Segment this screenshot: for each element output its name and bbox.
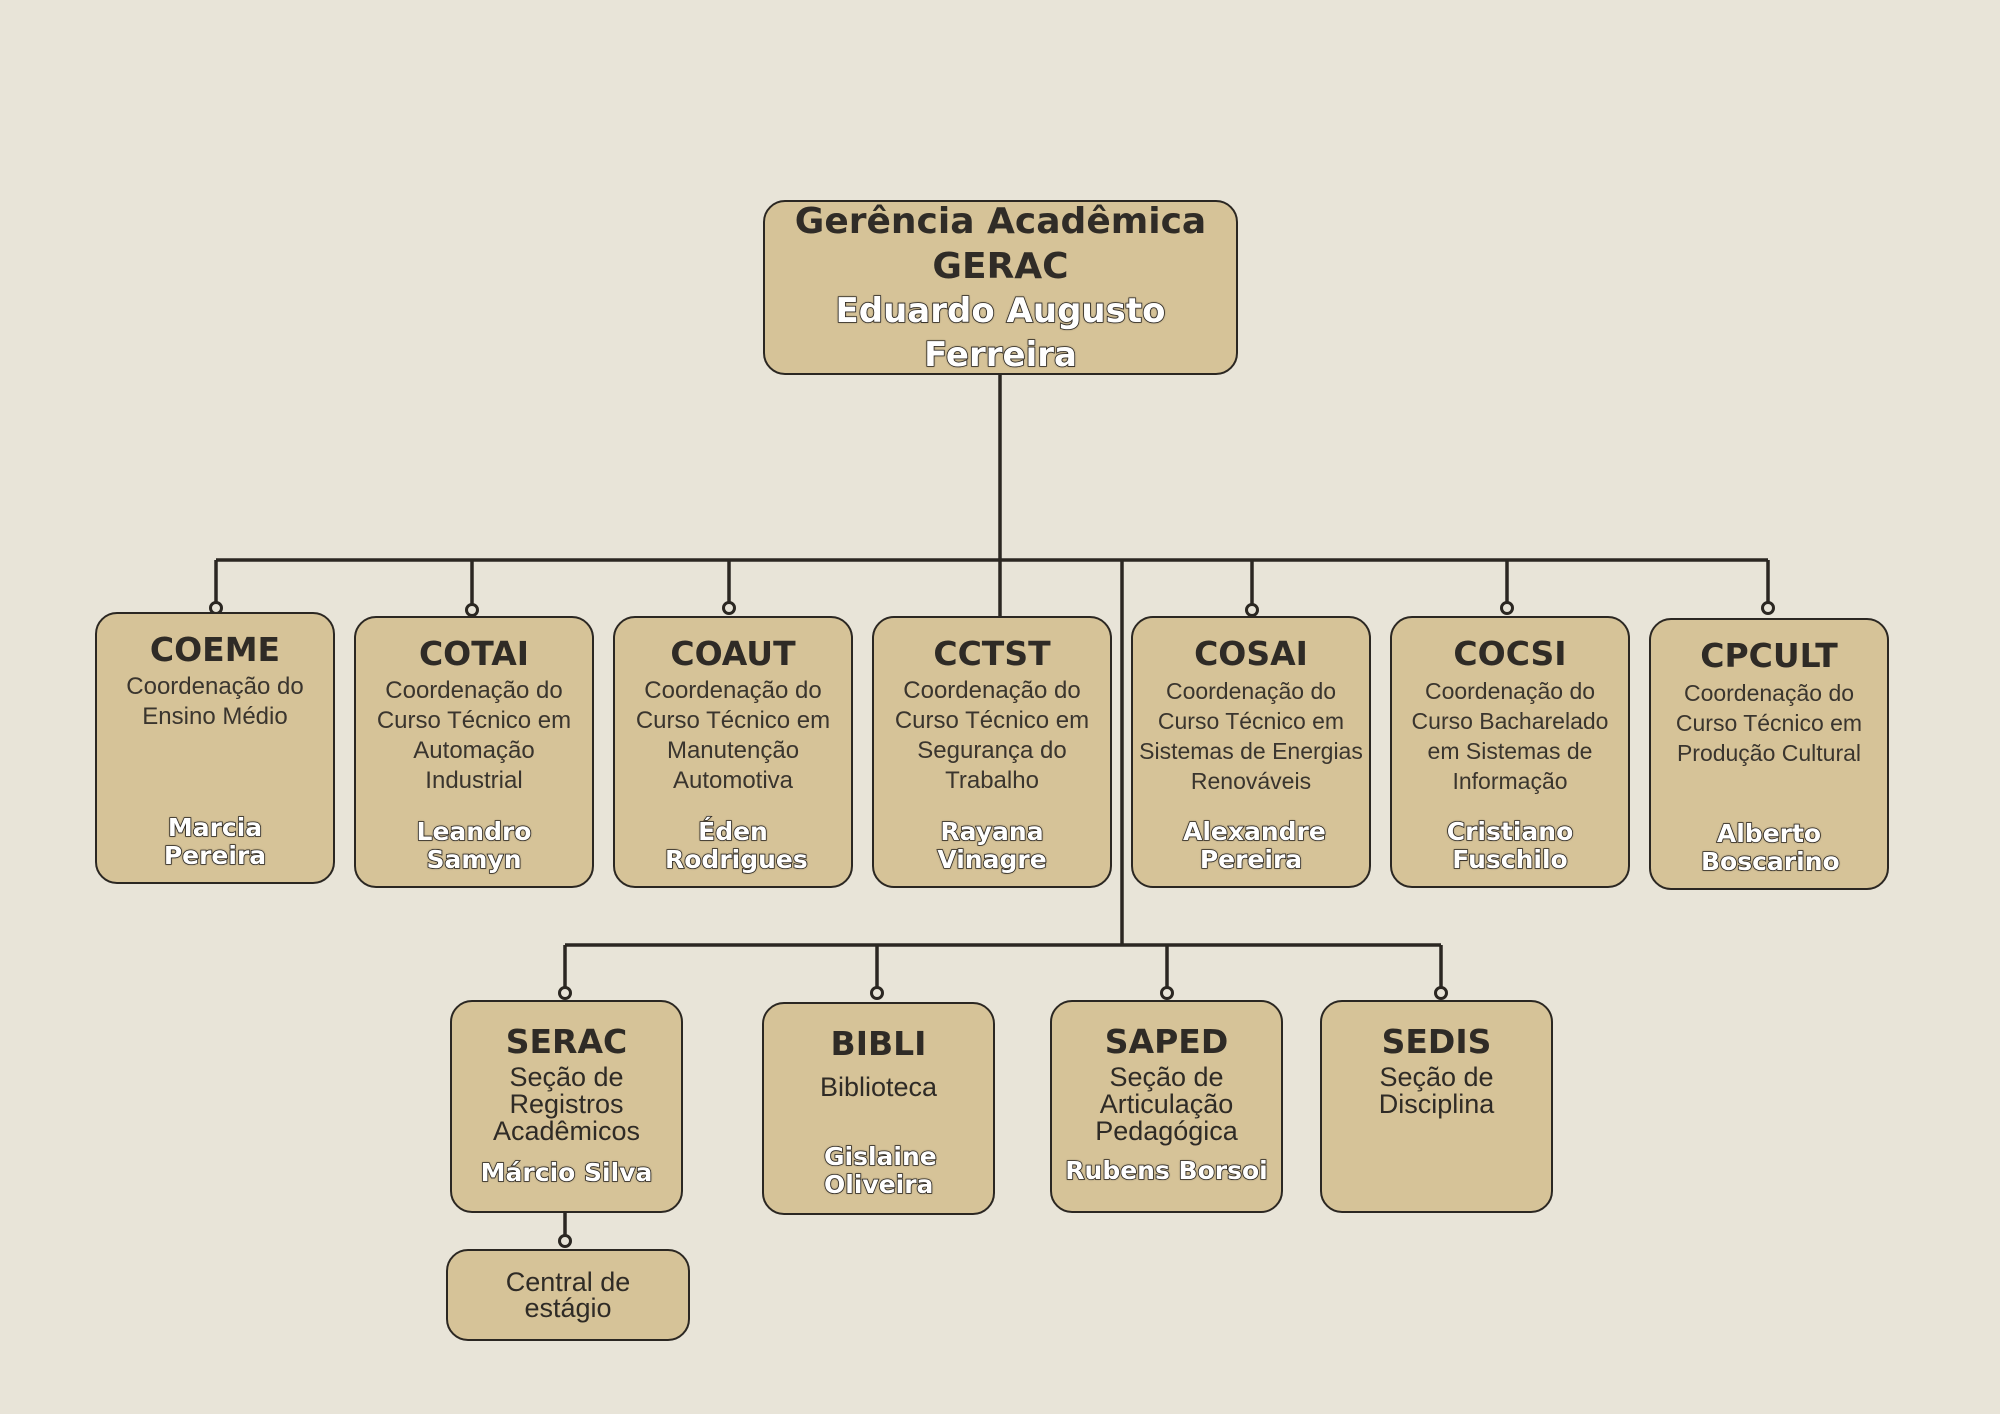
node-head: Rubens Borsoi [1064, 1156, 1268, 1186]
node-head: Eduardo Augusto Ferreira [835, 290, 1167, 376]
node-title: Gerência Acadêmica [794, 200, 1207, 242]
node-gerac: Gerência Acadêmica GERAC Eduardo Augusto… [763, 200, 1238, 375]
node-code: BIBLI [830, 1024, 927, 1063]
node-description: Seção de Articulação Pedagógica [1095, 1062, 1238, 1146]
node-head: Alexandre Pereira [1182, 817, 1326, 875]
node-head: Marcia Pereira [163, 813, 267, 871]
node-code: COAUT [670, 634, 796, 673]
connector-dot [1761, 601, 1775, 615]
node-serac: SERAC Seção de Registros Acadêmicos Márc… [450, 1000, 683, 1213]
connector-dot [1500, 601, 1514, 615]
node-cotai: COTAI Coordenação do Curso Técnico em Au… [354, 616, 594, 888]
node-bibli: BIBLI Biblioteca Gislaine Oliveira [762, 1002, 995, 1215]
connector-dot [558, 986, 572, 1000]
node-saped: SAPED Seção de Articulação Pedagógica Ru… [1050, 1000, 1283, 1213]
node-cosai: COSAI Coordenação do Curso Técnico em Si… [1131, 616, 1371, 888]
connector-dot [870, 986, 884, 1000]
node-description: Central de estágio [505, 1267, 631, 1323]
node-description: Seção de Registros Acadêmicos [492, 1062, 641, 1146]
node-code: COCSI [1453, 634, 1567, 673]
node-code: SAPED [1104, 1022, 1229, 1061]
connector-dot [1160, 986, 1174, 1000]
node-central-de-estagio: Central de estágio [446, 1249, 690, 1341]
node-code: CCTST [933, 634, 1051, 673]
node-code: GERAC [932, 245, 1069, 287]
node-code: CPCULT [1700, 636, 1838, 675]
node-head: Cristiano Fuschilo [1446, 817, 1574, 875]
node-cpcult: CPCULT Coordenação do Curso Técnico em P… [1649, 618, 1889, 890]
node-description: Coordenação do Curso Bacharelado em Sist… [1411, 678, 1609, 794]
node-head: Rayana Vinagre [937, 817, 1048, 875]
node-code: COEME [149, 630, 281, 669]
node-head: Éden Rodrigues [664, 817, 808, 875]
node-head: Alberto Boscarino [1700, 819, 1840, 877]
node-description: Biblioteca [819, 1072, 938, 1102]
connector-dot [1434, 986, 1448, 1000]
node-code: SEDIS [1381, 1022, 1492, 1061]
connector-dot [558, 1234, 572, 1248]
connector-dot [1245, 603, 1259, 617]
node-head: Gislaine Oliveira [823, 1142, 937, 1200]
node-description: Coordenação do Curso Técnico em Automaçã… [376, 677, 572, 794]
node-description: Coordenação do Curso Técnico em Seguranç… [894, 677, 1090, 794]
node-cctst: CCTST Coordenação do Curso Técnico em Se… [872, 616, 1112, 888]
node-code: SERAC [505, 1022, 628, 1061]
node-description: Coordenação do Ensino Médio [126, 673, 304, 730]
node-cocsi: COCSI Coordenação do Curso Bacharelado e… [1390, 616, 1630, 888]
node-sedis: SEDIS Seção de Disciplina [1320, 1000, 1553, 1213]
node-code: COTAI [418, 634, 530, 673]
node-coeme: COEME Coordenação do Ensino Médio Marcia… [95, 612, 335, 884]
node-description: Coordenação do Curso Técnico em Sistemas… [1139, 678, 1363, 794]
connector-dot [722, 601, 736, 615]
node-head: Márcio Silva [480, 1158, 653, 1188]
node-code: COSAI [1194, 634, 1308, 673]
node-description: Seção de Disciplina [1378, 1062, 1495, 1119]
node-description: Coordenação do Curso Técnico em Produção… [1675, 680, 1863, 766]
node-coaut: COAUT Coordenação do Curso Técnico em Ma… [613, 616, 853, 888]
node-head: Leandro Samyn [416, 817, 533, 875]
connector-dot [465, 603, 479, 617]
node-description: Coordenação do Curso Técnico em Manutenç… [635, 677, 831, 794]
